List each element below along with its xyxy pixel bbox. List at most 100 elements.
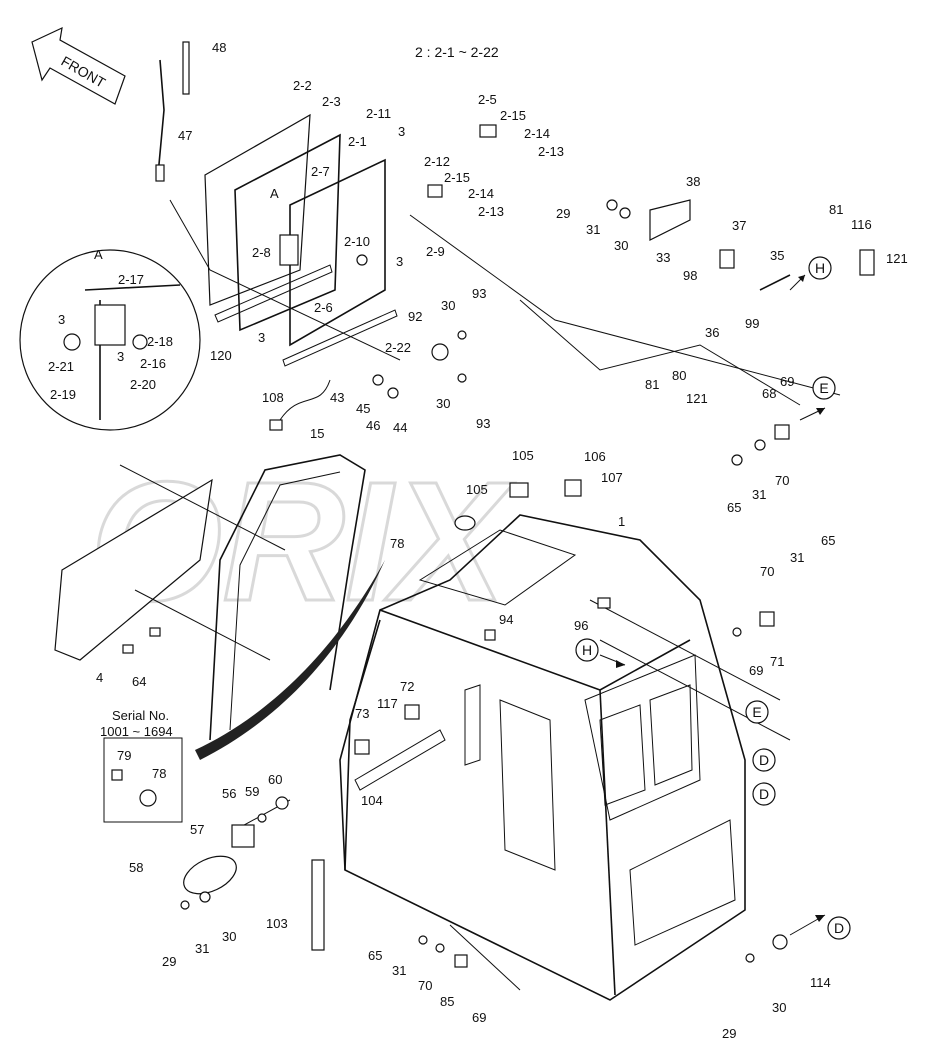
callout-label: 15: [310, 426, 324, 441]
callout-label: 2-14: [468, 186, 494, 201]
view-marker-h: H: [808, 256, 832, 280]
serial-box: Serial No. 1001 ~ 1694 79 78: [100, 708, 183, 823]
cab-body: [339, 514, 746, 1001]
callout-label: 120: [210, 348, 232, 363]
serial-callout-78: 78: [152, 766, 166, 781]
callout-label: 30: [441, 298, 455, 313]
view-marker-label: D: [834, 920, 844, 936]
callout-label: 70: [418, 978, 432, 993]
view-marker-d: D: [752, 748, 776, 772]
callout-label: 71: [770, 654, 784, 669]
view-marker-e: E: [812, 376, 836, 400]
callout-label: 69: [472, 1010, 486, 1025]
callout-label: 43: [330, 390, 344, 405]
callout-label: 31: [586, 222, 600, 237]
serial-title: Serial No.: [112, 708, 169, 723]
callout-label: 70: [775, 473, 789, 488]
callout-label: 29: [722, 1026, 736, 1041]
callout-label: 64: [132, 674, 146, 689]
callout-label: 96: [574, 618, 588, 633]
callout-label: 2-22: [385, 340, 411, 355]
view-marker-d: D: [827, 916, 851, 940]
door-glass: [54, 454, 385, 760]
range-note: 2 : 2-1 ~ 2-22: [415, 44, 499, 60]
callout-label: 108: [262, 390, 284, 405]
callout-label: 3: [398, 124, 405, 139]
callout-label: 2-5: [478, 92, 497, 107]
detail-callout-label: 3: [117, 349, 124, 364]
detail-callout-label: 2-16: [140, 356, 166, 371]
callout-label: 48: [212, 40, 226, 55]
callout-label: 60: [268, 772, 282, 787]
view-marker-circle: [827, 916, 851, 940]
callout-label: 36: [705, 325, 719, 340]
callout-label: 105: [512, 448, 534, 463]
view-marker-label: H: [815, 260, 825, 276]
marker-arrows: [599, 274, 826, 936]
callout-label: 33: [656, 250, 670, 265]
callout-label: 3: [396, 254, 403, 269]
detail-callout-label: 2-18: [147, 334, 173, 349]
view-marker-circle: [575, 638, 599, 662]
callout-label: 68: [762, 386, 776, 401]
callout-label: 69: [749, 663, 763, 678]
callout-label: 2-11: [366, 106, 391, 121]
callout-label: 47: [178, 128, 192, 143]
callout-label: 106: [584, 449, 606, 464]
callout-label: 81: [645, 377, 659, 392]
callout-label: 80: [672, 368, 686, 383]
view-marker-circle: [752, 748, 776, 772]
front-window: [204, 113, 398, 367]
callout-label: 2-12: [424, 154, 450, 169]
callout-label: 2-13: [478, 204, 504, 219]
detail-a-label: A: [94, 247, 103, 262]
view-marker-circle: [752, 782, 776, 806]
callout-label: 69: [780, 374, 794, 389]
callout-label: 2-7: [311, 164, 330, 179]
detail-callout-label: 2-20: [130, 377, 156, 392]
callout-label: 31: [392, 963, 406, 978]
callout-label: 85: [440, 994, 454, 1009]
callout-label: 2-2: [293, 78, 312, 93]
callout-label: 2-1: [348, 134, 367, 149]
callout-label: 30: [614, 238, 628, 253]
callout-label: 2-10: [344, 234, 370, 249]
callout-label: 72: [400, 679, 414, 694]
callout-label: 92: [408, 309, 422, 324]
view-marker-circle: [745, 700, 769, 724]
serial-range: 1001 ~ 1694: [100, 724, 173, 739]
detail-callout-label: 2-21: [48, 359, 74, 374]
callout-label: 2-3: [322, 94, 341, 109]
callout-label: 31: [790, 550, 804, 565]
view-marker-circle: [808, 256, 832, 280]
view-marker-label: E: [752, 704, 761, 720]
callout-label: 65: [821, 533, 835, 548]
callout-label: 98: [683, 268, 697, 283]
view-marker-label: H: [582, 642, 592, 658]
callout-label: 29: [556, 206, 570, 221]
callout-label: 2-14: [524, 126, 550, 141]
callout-label: 56: [222, 786, 236, 801]
view-marker-label: E: [819, 380, 828, 396]
callout-label: 2-15: [500, 108, 526, 123]
callout-label: 45: [356, 401, 370, 416]
view-marker-d: D: [752, 782, 776, 806]
callout-label: 2-9: [426, 244, 445, 259]
callout-label: 38: [686, 174, 700, 189]
callout-label: 81: [829, 202, 843, 217]
callout-label: 117: [377, 696, 398, 711]
callout-label: 31: [752, 487, 766, 502]
hardware: [111, 124, 875, 968]
view-marker-e: E: [745, 700, 769, 724]
callout-label: 103: [266, 916, 288, 931]
callout-label: 65: [727, 500, 741, 515]
callout-label: 107: [601, 470, 623, 485]
callout-label: 29: [162, 954, 176, 969]
seal-strip: [311, 859, 325, 951]
callout-label: 30: [436, 396, 450, 411]
callout-label: 65: [368, 948, 382, 963]
callout-label: 121: [686, 391, 708, 406]
